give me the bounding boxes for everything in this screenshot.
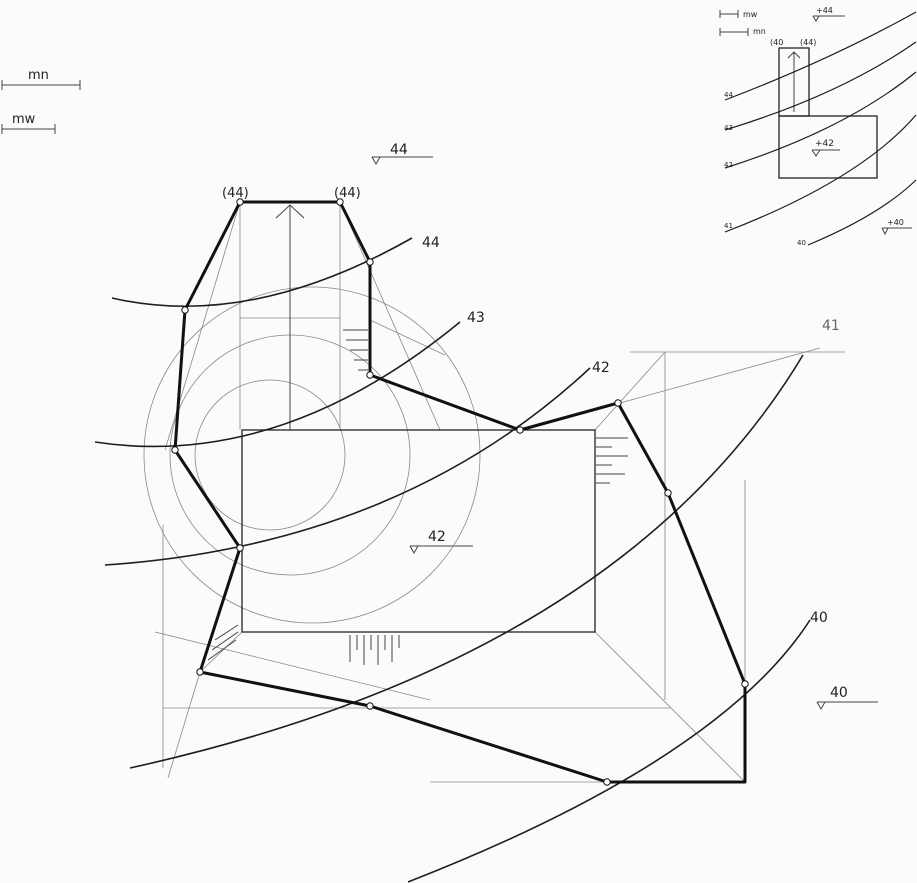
peg-label-left: (44) [222,186,249,201]
mw-label: mw [12,112,36,127]
scale-legend: mn mw [1,68,81,134]
ramp [275,204,305,430]
contour-42-label: 42 [592,360,610,376]
inset-ramp-right: (44) [800,38,816,47]
peg-label-right: (44) [334,186,361,201]
inset-contour-43: 43 [724,124,733,132]
svg-text:40: 40 [830,685,848,701]
svg-text:42: 42 [428,529,446,545]
contour-40 [407,619,811,883]
contour-40-label: 40 [810,610,828,626]
svg-text:44: 44 [390,142,408,158]
inset-spot-42: +42 [815,139,834,149]
inset-mw-label: mw [743,10,758,19]
contour-44-label: 44 [422,235,440,251]
plateau-42 [241,429,596,633]
inset-ramp-left: (40 [770,38,783,47]
mn-label: mn [28,68,49,83]
construction-lines [143,201,845,783]
slope-hatching [207,329,628,665]
boundary-nodes [171,198,749,786]
spot-height-44: 44 [371,142,433,166]
inset-sketch: mw mn +44 (40 (44) +42 44 43 42 41 40 +4… [719,6,917,247]
contour-43 [94,321,461,448]
inset-contour-41: 41 [724,222,733,230]
inset-spot-40: +40 [887,218,904,227]
inset-spot-44: +44 [816,6,833,15]
inset-contour-40: 40 [797,239,806,247]
contour-41-label: 41 [822,318,840,334]
contour-41 [129,354,804,769]
inset-contour-44: 44 [724,91,733,99]
spot-height-40: 40 [816,685,878,711]
inset-mn-label: mn [753,27,766,36]
spot-height-42: 42 [409,529,473,555]
inset-contour-42: 42 [724,161,733,169]
contour-43-label: 43 [467,310,485,326]
contour-42 [104,367,591,566]
contour-lines: 44 43 42 41 40 [94,235,840,883]
earthwork-boundary [173,200,747,784]
